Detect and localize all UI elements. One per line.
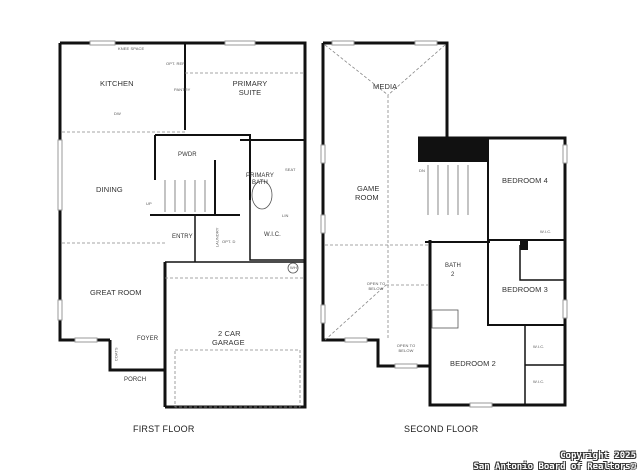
room-porch: PORCH <box>124 377 147 383</box>
room-opt-ref: OPT. REF <box>166 61 185 66</box>
room-media: MEDIA <box>373 82 398 91</box>
room-dw: DW <box>114 111 121 116</box>
room-game-line1: GAME <box>357 184 380 193</box>
room-wic-bedroom-4: W.I.C. <box>540 229 552 234</box>
room-garage-line2: GARAGE <box>212 338 245 347</box>
room-primary-bath: PRIMARY BATH <box>246 173 274 186</box>
room-bath2-line1: BATH <box>445 263 461 269</box>
room-bedroom-4: BEDROOM 4 <box>502 176 548 185</box>
room-laundry: LAUNDRY <box>214 227 220 248</box>
room-knee-space: KNEE SPACE <box>118 46 145 51</box>
room-garage-line1: 2 CAR <box>218 329 241 338</box>
room-coats: COATS <box>113 347 119 362</box>
stairs-down: DN <box>419 168 425 173</box>
room-entry: ENTRY <box>172 234 193 240</box>
room-primary-suite: PRIMARY SUITE <box>232 79 268 97</box>
room-dining: DINING <box>96 185 123 194</box>
open-to-below-2: OPEN TO BELOW <box>396 343 416 353</box>
first-floor-title: FIRST FLOOR <box>133 424 195 434</box>
second-floor-title: SECOND FLOOR <box>404 424 479 434</box>
room-pwdr: PWDR <box>178 152 197 158</box>
stairs-up: UP <box>146 201 152 206</box>
room-bedroom-2: BEDROOM 2 <box>450 359 496 368</box>
room-lin: LIN <box>282 213 289 218</box>
room-wic-bedroom-2: W.I.C. <box>533 379 545 384</box>
room-opt-d: OPT. D <box>222 239 236 244</box>
open-to-below-1: OPEN TO BELOW <box>366 281 386 291</box>
copyright-watermark: Copyright 2025 San Antonio Board of Real… <box>473 451 636 474</box>
room-wic-bedroom-3: W.I.C. <box>533 344 545 349</box>
water-heater: WH <box>290 265 297 270</box>
copyright-line1: Copyright 2025 <box>560 450 636 461</box>
room-wic: W.I.C. <box>264 232 281 238</box>
room-seat: SEAT <box>285 167 296 172</box>
room-foyer: FOYER <box>137 336 159 342</box>
room-bath2-line2: 2 <box>451 272 455 278</box>
copyright-line2: San Antonio Board of Realtors® <box>473 461 636 472</box>
room-bedroom-3: BEDROOM 3 <box>502 285 548 294</box>
room-kitchen: KITCHEN <box>100 79 134 88</box>
room-great-room: GREAT ROOM <box>90 288 142 297</box>
room-game-line2: ROOM <box>355 193 379 202</box>
room-pantry: PANTRY <box>174 87 191 92</box>
